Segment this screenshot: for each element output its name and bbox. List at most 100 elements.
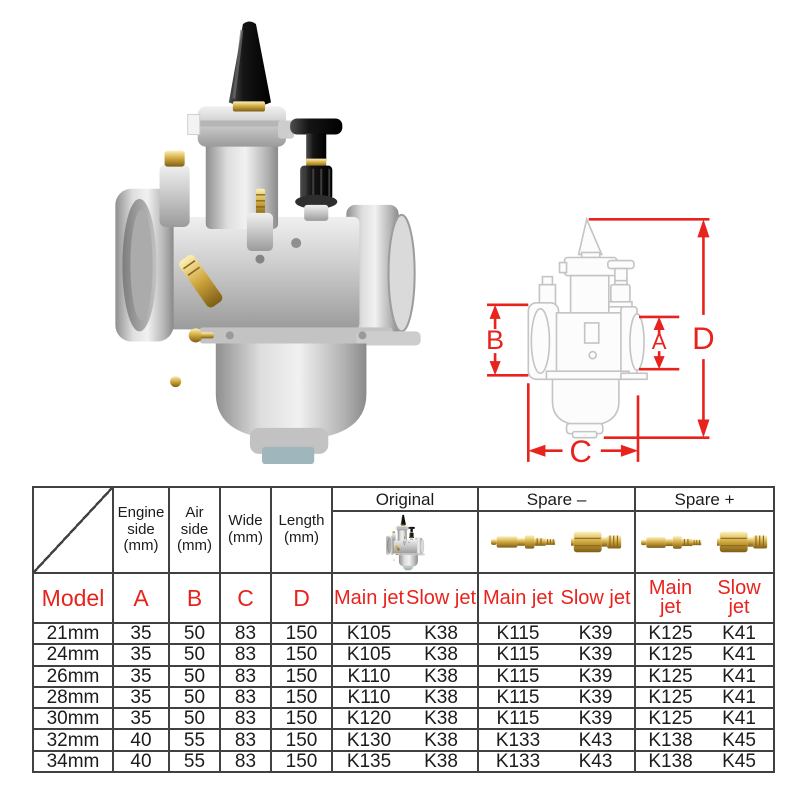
cell-spare-minus-main-jet: K133 [477,749,557,774]
cell-spare-minus-slow-jet: K43 [557,728,637,752]
cell-engine-side: 35 [112,685,170,710]
original-image-cell [331,510,479,574]
carburetor-photo-art [113,20,423,466]
cell-original-main-jet: K130 [331,728,405,752]
dim-label-c: C [569,434,592,469]
table-row: 32mm 40 55 83 150 K130 K38 K133 K43 K138… [32,728,776,752]
cell-engine-side: 40 [112,749,170,774]
cell-original-slow-jet: K38 [405,621,479,646]
cell-spare-plus-slow-jet: K45 [705,749,776,774]
cell-wide: 83 [219,643,272,667]
cell-spare-plus-main-jet: K138 [634,749,706,774]
dimension-diagram-art: B A D C [486,216,715,469]
header-b: B [168,572,221,624]
cell-spare-plus-slow-jet: K41 [705,621,776,646]
cell-length: 150 [270,621,333,646]
cell-engine-side: 35 [112,621,170,646]
cell-spare-plus-main-jet: K138 [634,728,706,752]
header-wide: Wide (mm) [219,486,272,574]
cell-wide: 83 [219,749,272,774]
cell-air-side: 50 [168,621,221,646]
spec-table-wrap: Engine side (mm) Air side (mm) Wide (mm)… [32,486,776,774]
cell-original-main-jet: K110 [331,685,405,710]
cell-spare-minus-slow-jet: K39 [557,707,637,731]
cell-spare-plus-main-jet: K125 [634,664,706,688]
main-jet-image [570,531,622,553]
header-spare-minus-main-jet: Main jet [477,572,557,624]
cell-air-side: 50 [168,664,221,688]
cell-wide: 83 [219,621,272,646]
header-model: Model [32,572,114,624]
cell-model: 32mm [32,728,114,752]
header-engine-side: Engine side (mm) [112,486,170,574]
header-spare-plus-slow-jet: Slow jet [705,572,776,624]
cell-spare-plus-main-jet: K125 [634,643,706,667]
cell-spare-minus-main-jet: K115 [477,685,557,710]
header-length: Length (mm) [270,486,333,574]
cell-length: 150 [270,643,333,667]
cell-original-main-jet: K110 [331,664,405,688]
spec-table-body: 21mm 35 50 83 150 K105 K38 K115 K39 K125… [32,621,776,774]
header-spare-plus-main-jet: Main jet [634,572,706,624]
cell-model: 24mm [32,643,114,667]
cell-spare-plus-slow-jet: K41 [705,643,776,667]
cell-spare-minus-slow-jet: K39 [557,643,637,667]
carburetor-photo [103,8,425,470]
cell-air-side: 55 [168,728,221,752]
cell-spare-minus-main-jet: K115 [477,664,557,688]
spare-minus-image-cell [476,510,637,574]
table-corner-cell [32,486,114,574]
cell-spare-minus-slow-jet: K39 [557,664,637,688]
table-row: 21mm 35 50 83 150 K105 K38 K115 K39 K125… [32,621,776,646]
cell-original-slow-jet: K38 [405,685,479,710]
group-header-spare-minus: Spare – [476,486,637,512]
cell-length: 150 [270,707,333,731]
cell-spare-minus-main-jet: K115 [477,643,557,667]
cell-model: 34mm [32,749,114,774]
cell-spare-plus-slow-jet: K41 [705,685,776,710]
cell-engine-side: 35 [112,707,170,731]
header-d: D [270,572,333,624]
cell-spare-minus-slow-jet: K43 [557,749,637,774]
cell-length: 150 [270,728,333,752]
table-row: 24mm 35 50 83 150 K105 K38 K115 K39 K125… [32,643,776,667]
dim-label-a: A [652,329,667,354]
dimension-diagram: B A D C [480,193,792,477]
dim-label-b: B [486,324,504,355]
carburetor-outline [527,216,648,439]
group-header-spare-plus: Spare + [634,486,776,512]
header-c: C [219,572,272,624]
table-row: 26mm 35 50 83 150 K110 K38 K115 K39 K125… [32,664,776,688]
header-air-side: Air side (mm) [168,486,221,574]
cell-original-slow-jet: K38 [405,643,479,667]
slow-jet-image [490,534,556,550]
table-row: 34mm 40 55 83 150 K135 K38 K133 K43 K138… [32,749,776,774]
header-a: A [112,572,170,624]
slow-jet-image [640,535,702,549]
cell-length: 150 [270,749,333,774]
cell-length: 150 [270,685,333,710]
cell-wide: 83 [219,685,272,710]
table-row: 30mm 35 50 83 150 K120 K38 K115 K39 K125… [32,707,776,731]
cell-wide: 83 [219,728,272,752]
spare-plus-image-cell [634,510,776,574]
header-original-slow-jet: Slow jet [405,572,479,624]
cell-model: 30mm [32,707,114,731]
cell-engine-side: 40 [112,728,170,752]
header-original-main-jet: Main jet [331,572,405,624]
cell-air-side: 50 [168,643,221,667]
cell-spare-minus-main-jet: K133 [477,728,557,752]
cell-original-main-jet: K135 [331,749,405,774]
cell-air-side: 55 [168,749,221,774]
cell-model: 28mm [32,685,114,710]
group-header-original: Original [331,486,479,512]
spec-table: Engine side (mm) Air side (mm) Wide (mm)… [32,486,776,774]
cell-original-main-jet: K105 [331,621,405,646]
cell-spare-minus-main-jet: K115 [477,621,557,646]
carburetor-thumbnail [334,513,476,571]
cell-spare-plus-slow-jet: K41 [705,707,776,731]
cell-spare-plus-main-jet: K125 [634,621,706,646]
cell-spare-minus-slow-jet: K39 [557,621,637,646]
cell-length: 150 [270,664,333,688]
